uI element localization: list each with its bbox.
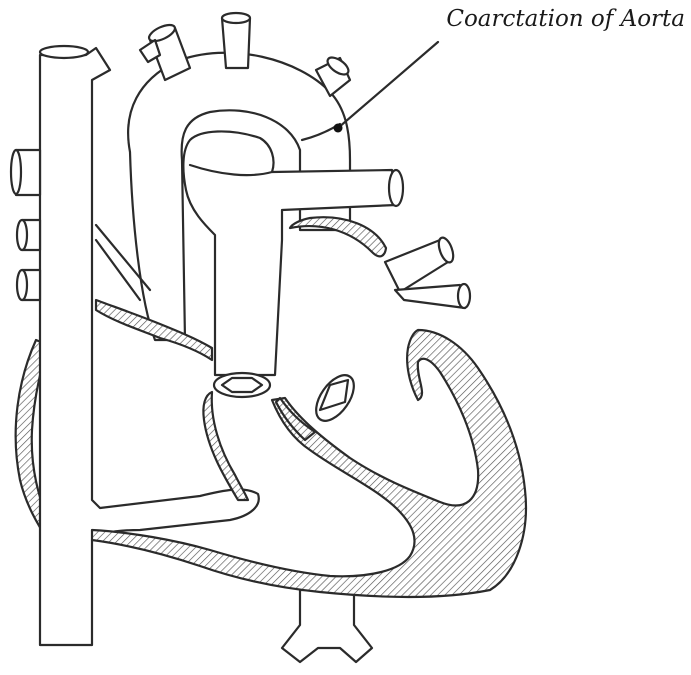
pointer-dot: [334, 124, 343, 133]
aortic-valve: [309, 369, 362, 428]
left-atrium-wall: [290, 217, 386, 256]
inferior-vessel: [282, 590, 372, 662]
pulmonary-valve: [214, 373, 270, 397]
pulmonary-trunk: [183, 131, 403, 375]
right-pulmonary-veins: [11, 150, 40, 300]
ventricular-wall: [92, 330, 526, 597]
annotation-pointer: [334, 42, 439, 133]
left-pulmonary-veins: [385, 236, 470, 308]
coarctation-label: Coarctation of Aorta: [446, 6, 685, 32]
